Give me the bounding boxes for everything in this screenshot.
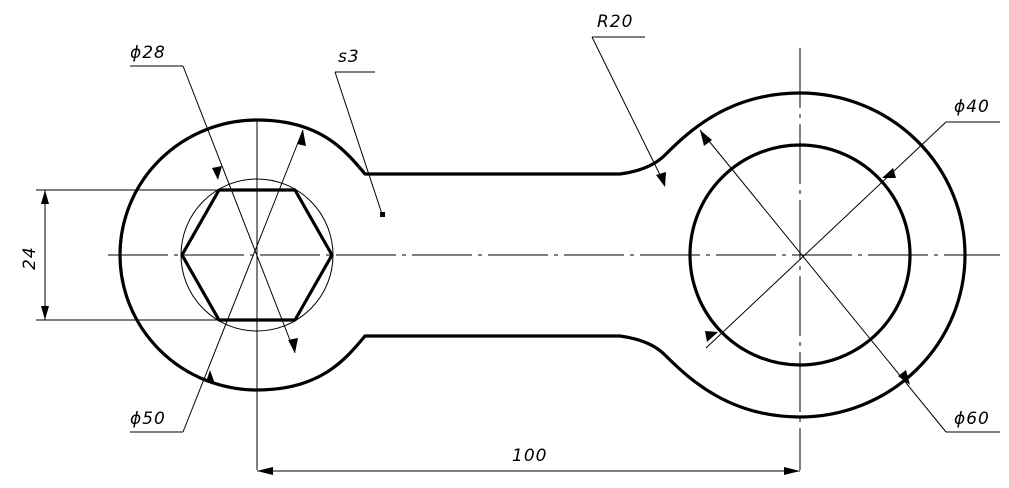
thickness-marker [380,212,385,217]
dim-fillet-radius: R20 [591,12,666,187]
dim-left-boss-label: ϕ50 [130,409,166,429]
dim-fillet-radius-label: R20 [597,12,633,32]
wrench-outline [118,91,967,419]
dim-right-boss-label: ϕ60 [954,409,990,429]
dim-hex-width-label: 24 [20,246,40,270]
dim-center-distance-label: 100 [512,446,547,466]
dim-bore-label: ϕ40 [954,97,990,117]
hex-circumscribed-circle [180,178,334,332]
center-lines [108,48,1000,470]
dim-left-boss: ϕ50 [130,129,306,433]
dim-thickness: s3 [334,47,383,215]
dim-right-boss: ϕ60 [699,129,1000,433]
dim-hex-width: 24 [20,189,219,321]
dim-thickness-label: s3 [338,47,360,67]
hexagon-socket [180,188,334,322]
dim-bore: ϕ40 [705,97,1000,349]
bore-circle [688,143,912,367]
dim-hex-circle-label: ϕ28 [130,43,166,63]
dim-center-distance: 100 [257,446,800,475]
dim-hex-circle: ϕ28 [130,43,298,354]
